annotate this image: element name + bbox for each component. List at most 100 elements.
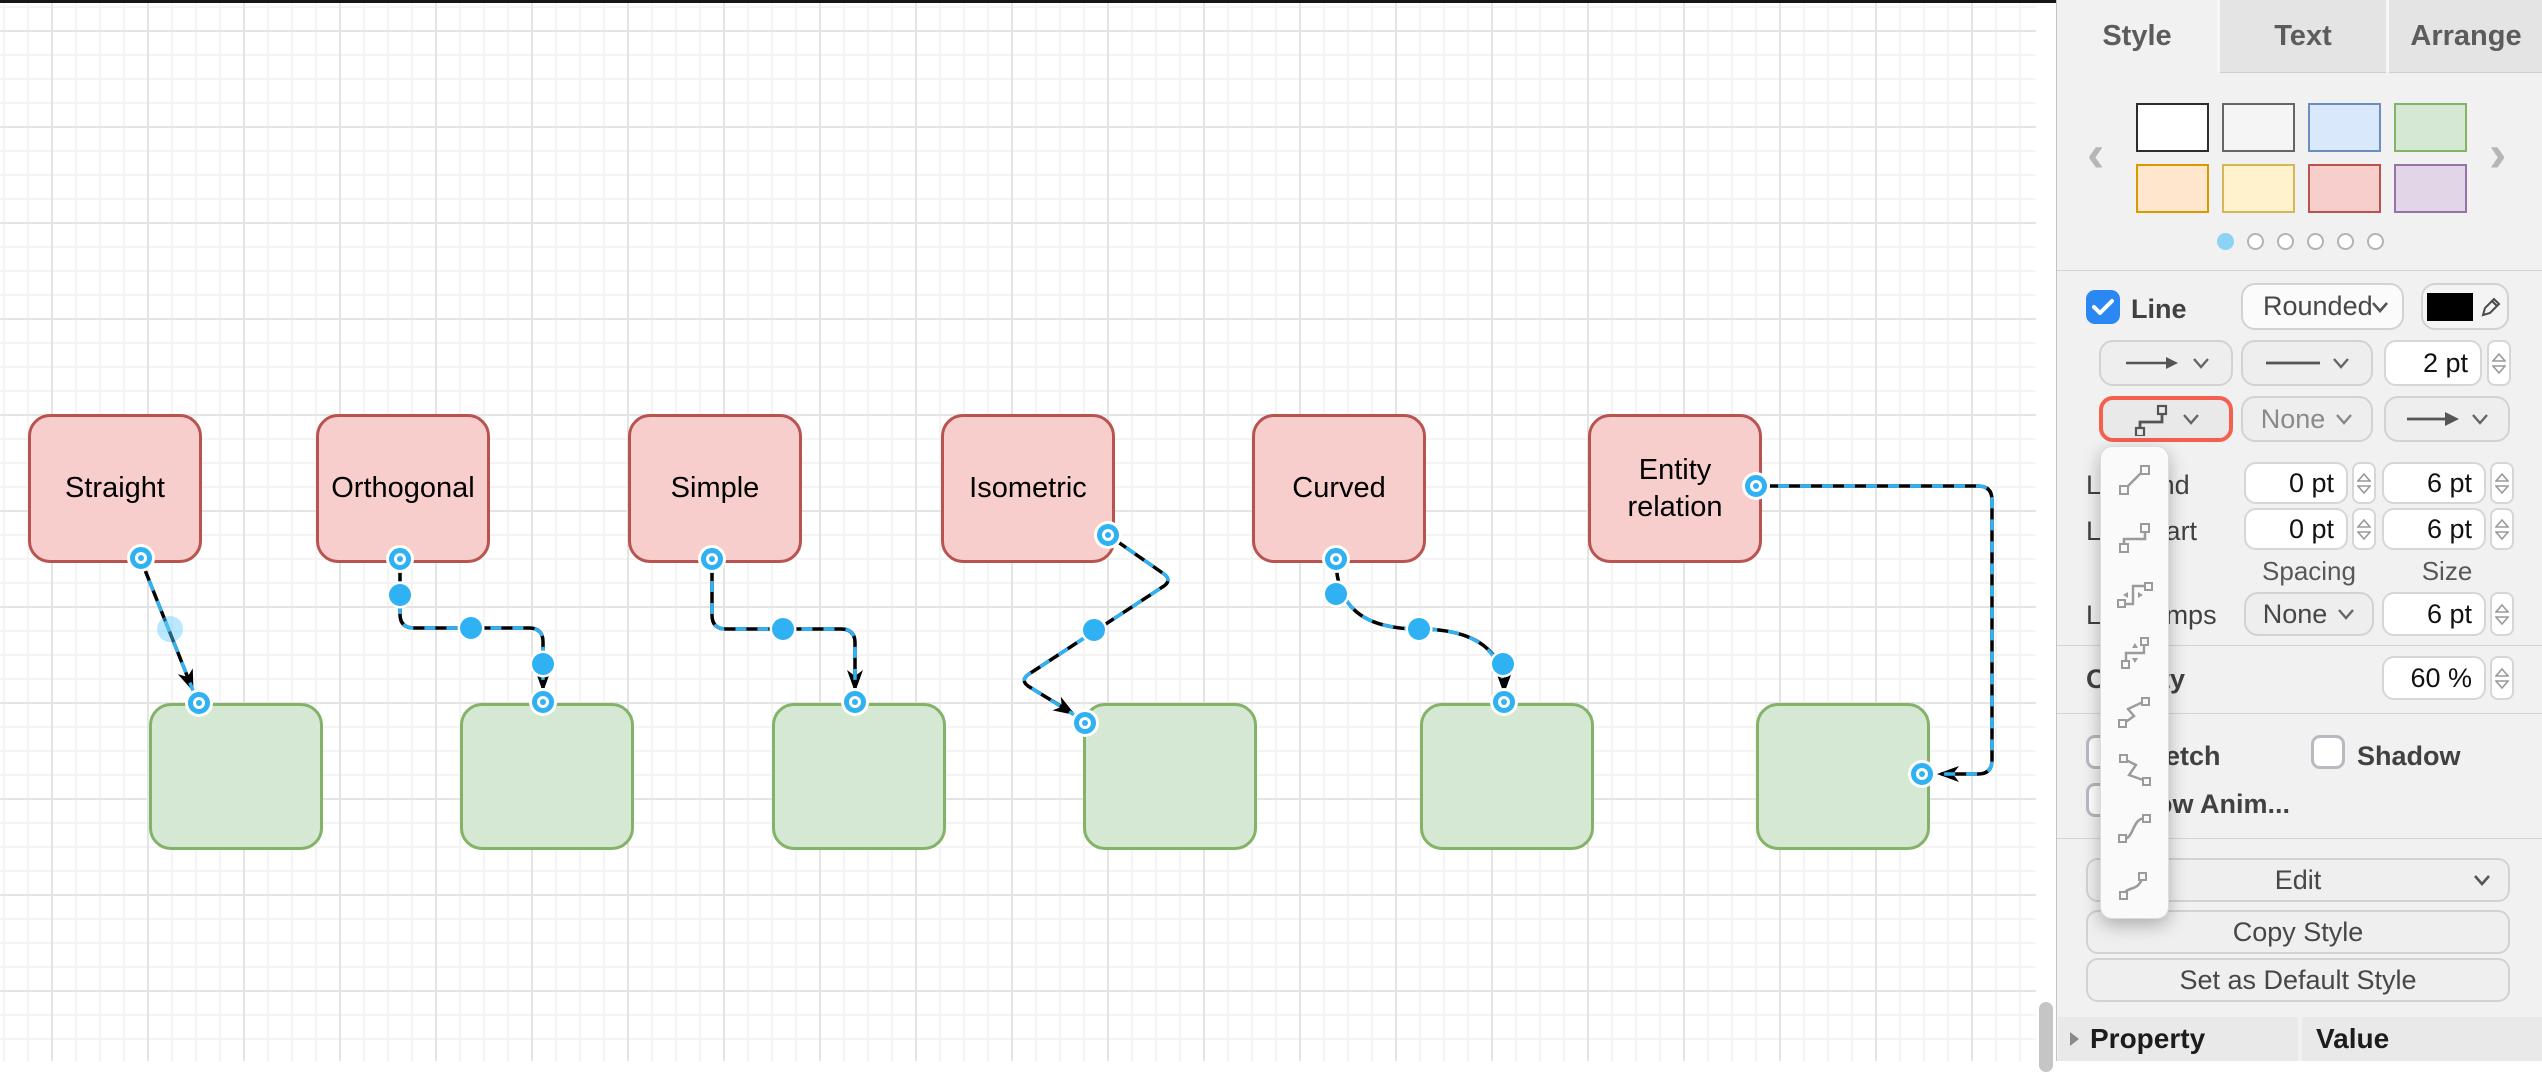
edge-orthogonal[interactable]: [398, 559, 551, 692]
style-swatch-gray[interactable]: [2222, 103, 2295, 152]
line-end-size-stepper[interactable]: [2490, 462, 2514, 504]
tab-divider: [2386, 0, 2389, 72]
node-label: Isometric: [969, 472, 1087, 505]
popup-item-curved[interactable]: [2107, 802, 2163, 854]
canvas-vertical-scrollbar[interactable]: [2036, 0, 2056, 1072]
node-entity-relation[interactable]: Entity relation: [1588, 414, 1762, 563]
node-simple[interactable]: Simple: [628, 414, 802, 563]
popup-item-simple-horizontal[interactable]: [2107, 569, 2163, 621]
style-swatch-blue[interactable]: [2308, 103, 2381, 152]
popup-item-simple-vertical[interactable]: [2107, 627, 2163, 679]
entity-relation-connector-icon: [2118, 871, 2147, 900]
waypoint-handle[interactable]: [1408, 618, 1430, 640]
chevron-down-icon: [2338, 608, 2355, 620]
line-start-spacing-stepper[interactable]: [2352, 508, 2376, 550]
node-label: Straight: [65, 472, 165, 505]
drawing-canvas[interactable]: Straight Orthogonal Simple Isometric Cur…: [0, 0, 2036, 1061]
palette-prev-icon[interactable]: ‹: [2087, 125, 2105, 183]
palette-page-dot[interactable]: [2246, 233, 2264, 250]
node-orthogonal[interactable]: Orthogonal: [316, 414, 490, 563]
edge-midpoint-handle[interactable]: [157, 616, 183, 642]
waypoint-handle[interactable]: [389, 584, 411, 606]
popup-item-isometric-horizontal[interactable]: [2107, 686, 2163, 738]
divider: [2057, 713, 2542, 714]
node-target-1[interactable]: [149, 703, 323, 850]
popup-item-orthogonal[interactable]: [2107, 511, 2163, 563]
line-width-input[interactable]: 2 pt: [2384, 340, 2482, 386]
step-down-icon: [2495, 530, 2509, 540]
node-isometric[interactable]: Isometric: [941, 414, 1115, 563]
line-jumps-size-input[interactable]: 6 pt: [2382, 592, 2486, 636]
line-start-marker-dropdown[interactable]: [2384, 396, 2510, 442]
waypoint-handle[interactable]: [460, 617, 482, 639]
line-jumps-size-stepper[interactable]: [2490, 592, 2514, 636]
selection-curved: [1334, 558, 1506, 695]
node-curved[interactable]: Curved: [1252, 414, 1426, 563]
line-jumps-dropdown[interactable]: None: [2244, 592, 2374, 636]
waypoint-handle[interactable]: [1492, 653, 1514, 675]
node-target-2[interactable]: [460, 703, 634, 850]
line-start-size-stepper[interactable]: [2490, 508, 2514, 550]
palette-page-dot[interactable]: [2276, 233, 2294, 250]
popup-item-entity-relation[interactable]: [2107, 860, 2163, 912]
disclosure-triangle-icon[interactable]: [2068, 1030, 2080, 1048]
waypoint-handle[interactable]: [772, 618, 794, 640]
node-target-5[interactable]: [1420, 703, 1594, 850]
orthogonal-connector-icon: [2118, 523, 2150, 554]
set-default-style-button[interactable]: Set as Default Style: [2086, 958, 2510, 1002]
line-width-stepper[interactable]: [2487, 340, 2511, 386]
shadow-checkbox[interactable]: [2311, 735, 2345, 769]
node-target-4[interactable]: [1083, 703, 1257, 850]
opacity-stepper[interactable]: [2490, 656, 2514, 700]
node-label: Simple: [670, 472, 760, 505]
edge-curved[interactable]: [1334, 558, 1512, 694]
line-style-dropdown[interactable]: [2241, 340, 2373, 386]
property-header[interactable]: Property: [2058, 1017, 2298, 1061]
style-swatch-red[interactable]: [2308, 164, 2381, 213]
line-start-size-input[interactable]: 6 pt: [2382, 508, 2486, 550]
line-checkbox[interactable]: [2086, 290, 2120, 324]
check-icon: [2092, 299, 2114, 315]
selection-straight: [139, 559, 198, 699]
line-start-spacing-input[interactable]: 0 pt: [2244, 508, 2348, 550]
line-color-button[interactable]: [2421, 283, 2509, 330]
popup-item-isometric-vertical[interactable]: [2107, 744, 2163, 796]
tab-divider: [2217, 0, 2220, 72]
line-end-spacing-input[interactable]: 0 pt: [2244, 462, 2348, 504]
node-label: Curved: [1292, 472, 1386, 505]
connection-dropdown[interactable]: None: [2241, 396, 2373, 442]
palette-page-dot[interactable]: [2216, 233, 2234, 250]
waypoint-handle[interactable]: [532, 653, 554, 675]
palette-page-dot[interactable]: [2336, 233, 2354, 250]
style-swatch-white[interactable]: [2136, 103, 2209, 152]
line-end-spacing-stepper[interactable]: [2352, 462, 2376, 504]
line-corner-style-dropdown[interactable]: Rounded: [2241, 283, 2404, 330]
waypoint-handle[interactable]: [1325, 583, 1347, 605]
line-end-marker-dropdown[interactable]: [2099, 340, 2233, 386]
node-straight[interactable]: Straight: [28, 414, 202, 563]
palette-next-icon[interactable]: ›: [2489, 125, 2507, 183]
edge-straight[interactable]: [139, 559, 194, 692]
palette-page-dot[interactable]: [2306, 233, 2324, 250]
selection-simple: [710, 559, 857, 694]
node-target-6[interactable]: [1756, 703, 1930, 850]
node-target-3[interactable]: [772, 703, 946, 850]
style-swatch-yellow[interactable]: [2222, 164, 2295, 213]
line-end-size-input[interactable]: 6 pt: [2382, 462, 2486, 504]
popup-item-straight[interactable]: [2107, 453, 2163, 505]
edge-simple[interactable]: [710, 559, 863, 692]
tab-arrange[interactable]: Arrange: [2389, 0, 2542, 73]
divider: [2057, 838, 2542, 839]
waypoint-handle[interactable]: [1083, 619, 1105, 641]
waypoints-dropdown[interactable]: [2099, 396, 2233, 442]
scrollbar-thumb[interactable]: [2039, 1002, 2053, 1072]
tab-text[interactable]: Text: [2220, 0, 2386, 73]
step-up-icon: [2357, 518, 2371, 528]
step-down-icon: [2495, 679, 2509, 689]
tab-style[interactable]: Style: [2057, 0, 2217, 72]
style-swatch-orange[interactable]: [2136, 164, 2209, 213]
opacity-input[interactable]: 60 %: [2382, 656, 2486, 700]
style-swatch-green[interactable]: [2394, 103, 2467, 152]
palette-page-dot[interactable]: [2366, 233, 2384, 250]
style-swatch-purple[interactable]: [2394, 164, 2467, 213]
